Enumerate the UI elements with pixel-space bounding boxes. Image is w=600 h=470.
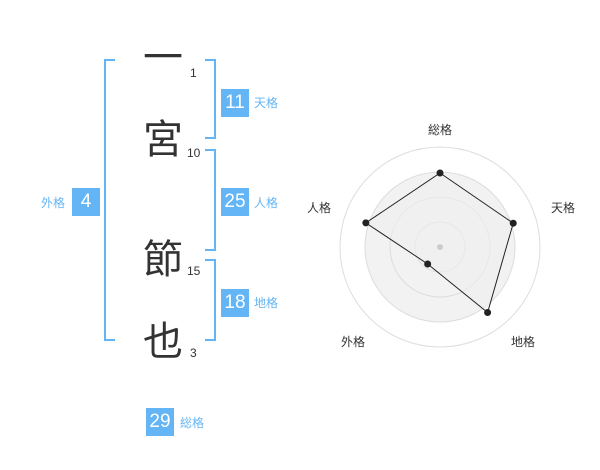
name-char-4: 也 xyxy=(143,319,183,365)
radar-label-tenkaku: 天格 xyxy=(551,201,576,215)
gaikaku-label: 外格 xyxy=(41,196,66,210)
chikaku-label: 地格 xyxy=(254,296,279,310)
radar-label-chikaku: 地格 xyxy=(511,335,536,349)
gaikaku-bracket xyxy=(104,59,115,341)
chikaku-value: 18 xyxy=(224,292,246,313)
stroke-count-3: 15 xyxy=(187,264,201,278)
soukaku-value: 29 xyxy=(149,411,171,432)
gaikaku-value: 4 xyxy=(80,191,92,212)
jinkaku-badge: 25 xyxy=(221,188,249,216)
radar-point-0 xyxy=(436,169,444,177)
soukaku-label: 総格 xyxy=(180,416,205,430)
radar-label-soukaku: 総格 xyxy=(428,123,453,137)
stroke-count-4: 3 xyxy=(190,346,197,360)
stroke-count-1: 1 xyxy=(190,66,197,80)
radar-point-3 xyxy=(424,260,432,268)
tenkaku-value: 11 xyxy=(225,92,245,113)
tenkaku-label: 天格 xyxy=(254,96,279,110)
radar-grid-ring xyxy=(339,146,541,348)
name-char-3: 節 xyxy=(143,237,183,283)
stroke-count-2: 10 xyxy=(187,146,201,160)
radar-point-2 xyxy=(484,309,492,317)
chikaku-badge: 18 xyxy=(221,289,249,317)
jinkaku-label: 人格 xyxy=(254,196,279,210)
radar-point-4 xyxy=(362,219,370,227)
radar-label-gaikaku: 外格 xyxy=(341,335,366,349)
name-char-2: 宮 xyxy=(143,117,183,163)
tenkaku-badge: 11 xyxy=(221,89,249,117)
gaikaku-badge: 4 xyxy=(72,188,100,216)
radar-label-jinkaku: 人格 xyxy=(307,201,332,215)
jinkaku-value: 25 xyxy=(224,191,246,212)
tenkaku-bracket xyxy=(205,59,216,139)
radar-point-1 xyxy=(509,219,517,227)
name-char-1: 一 xyxy=(143,35,183,81)
soukaku-badge: 29 xyxy=(146,408,174,436)
radar-center xyxy=(437,244,443,250)
radar-polygon xyxy=(364,172,514,314)
jinkaku-bracket xyxy=(205,149,216,251)
chikaku-bracket xyxy=(205,259,216,341)
